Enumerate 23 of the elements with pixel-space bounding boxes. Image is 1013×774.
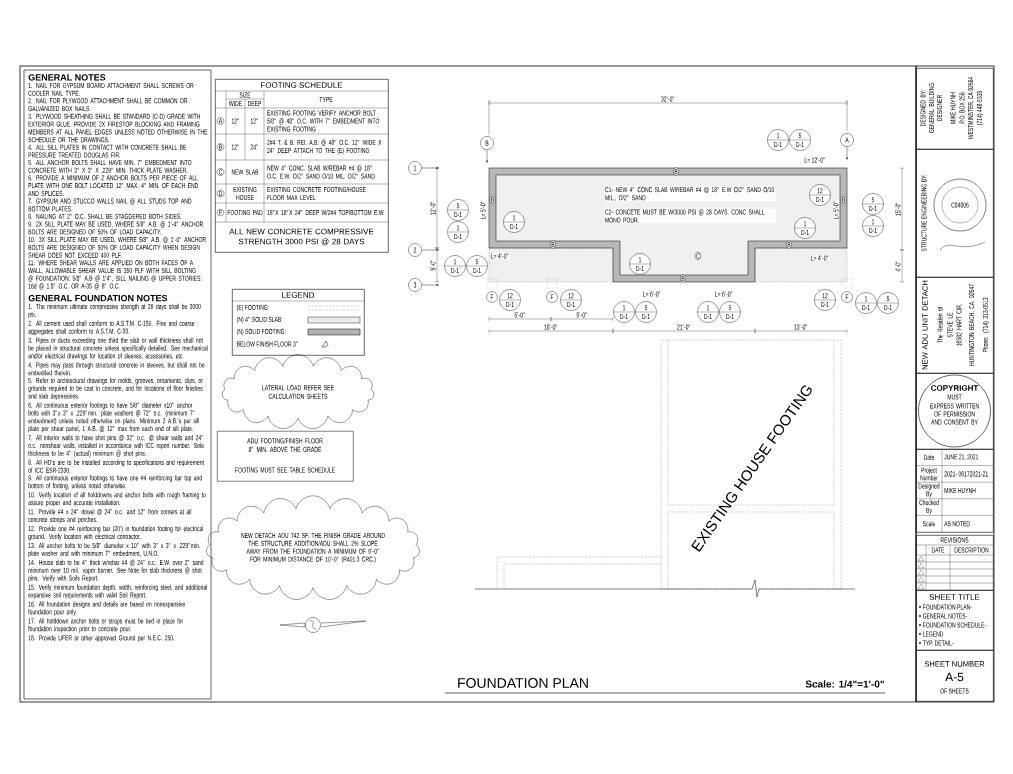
- footing-outline: [496, 339, 842, 590]
- slab-outline: [488, 167, 848, 283]
- sheet-number-block: [916, 650, 994, 702]
- legend-heading: LEGEND: [282, 292, 315, 298]
- notes-panel: [23, 69, 212, 700]
- designer-block: [916, 68, 994, 150]
- legend-box: [231, 289, 365, 356]
- engineer-block: [916, 149, 994, 278]
- heading: GENERAL NOTES: [28, 74, 106, 81]
- block-heading: SHEET TITLE: [929, 594, 980, 600]
- project-block: [916, 277, 994, 374]
- heading: GENERAL FOUNDATION NOTES: [28, 294, 168, 302]
- revisions-table: [915, 535, 994, 591]
- table-heading: FOOTING SCHEDULE: [261, 82, 343, 88]
- sheet-title-block: [916, 590, 994, 651]
- sheet-number: A-5: [945, 672, 964, 682]
- info-table: [915, 448, 994, 533]
- seal-text: COPYRIGHT: [931, 385, 979, 391]
- note-box: [217, 431, 354, 482]
- scale-label: Scale: 1/4"=1'-0": [805, 680, 884, 688]
- drawing-title: FOUNDATION PLAN: [458, 678, 588, 688]
- table-note: ALL NEW CONCRETE COMPRESSIVE STRENGTH 3000 PSI @ 28 DAYS: [229, 228, 374, 246]
- schedule-table: [214, 79, 389, 253]
